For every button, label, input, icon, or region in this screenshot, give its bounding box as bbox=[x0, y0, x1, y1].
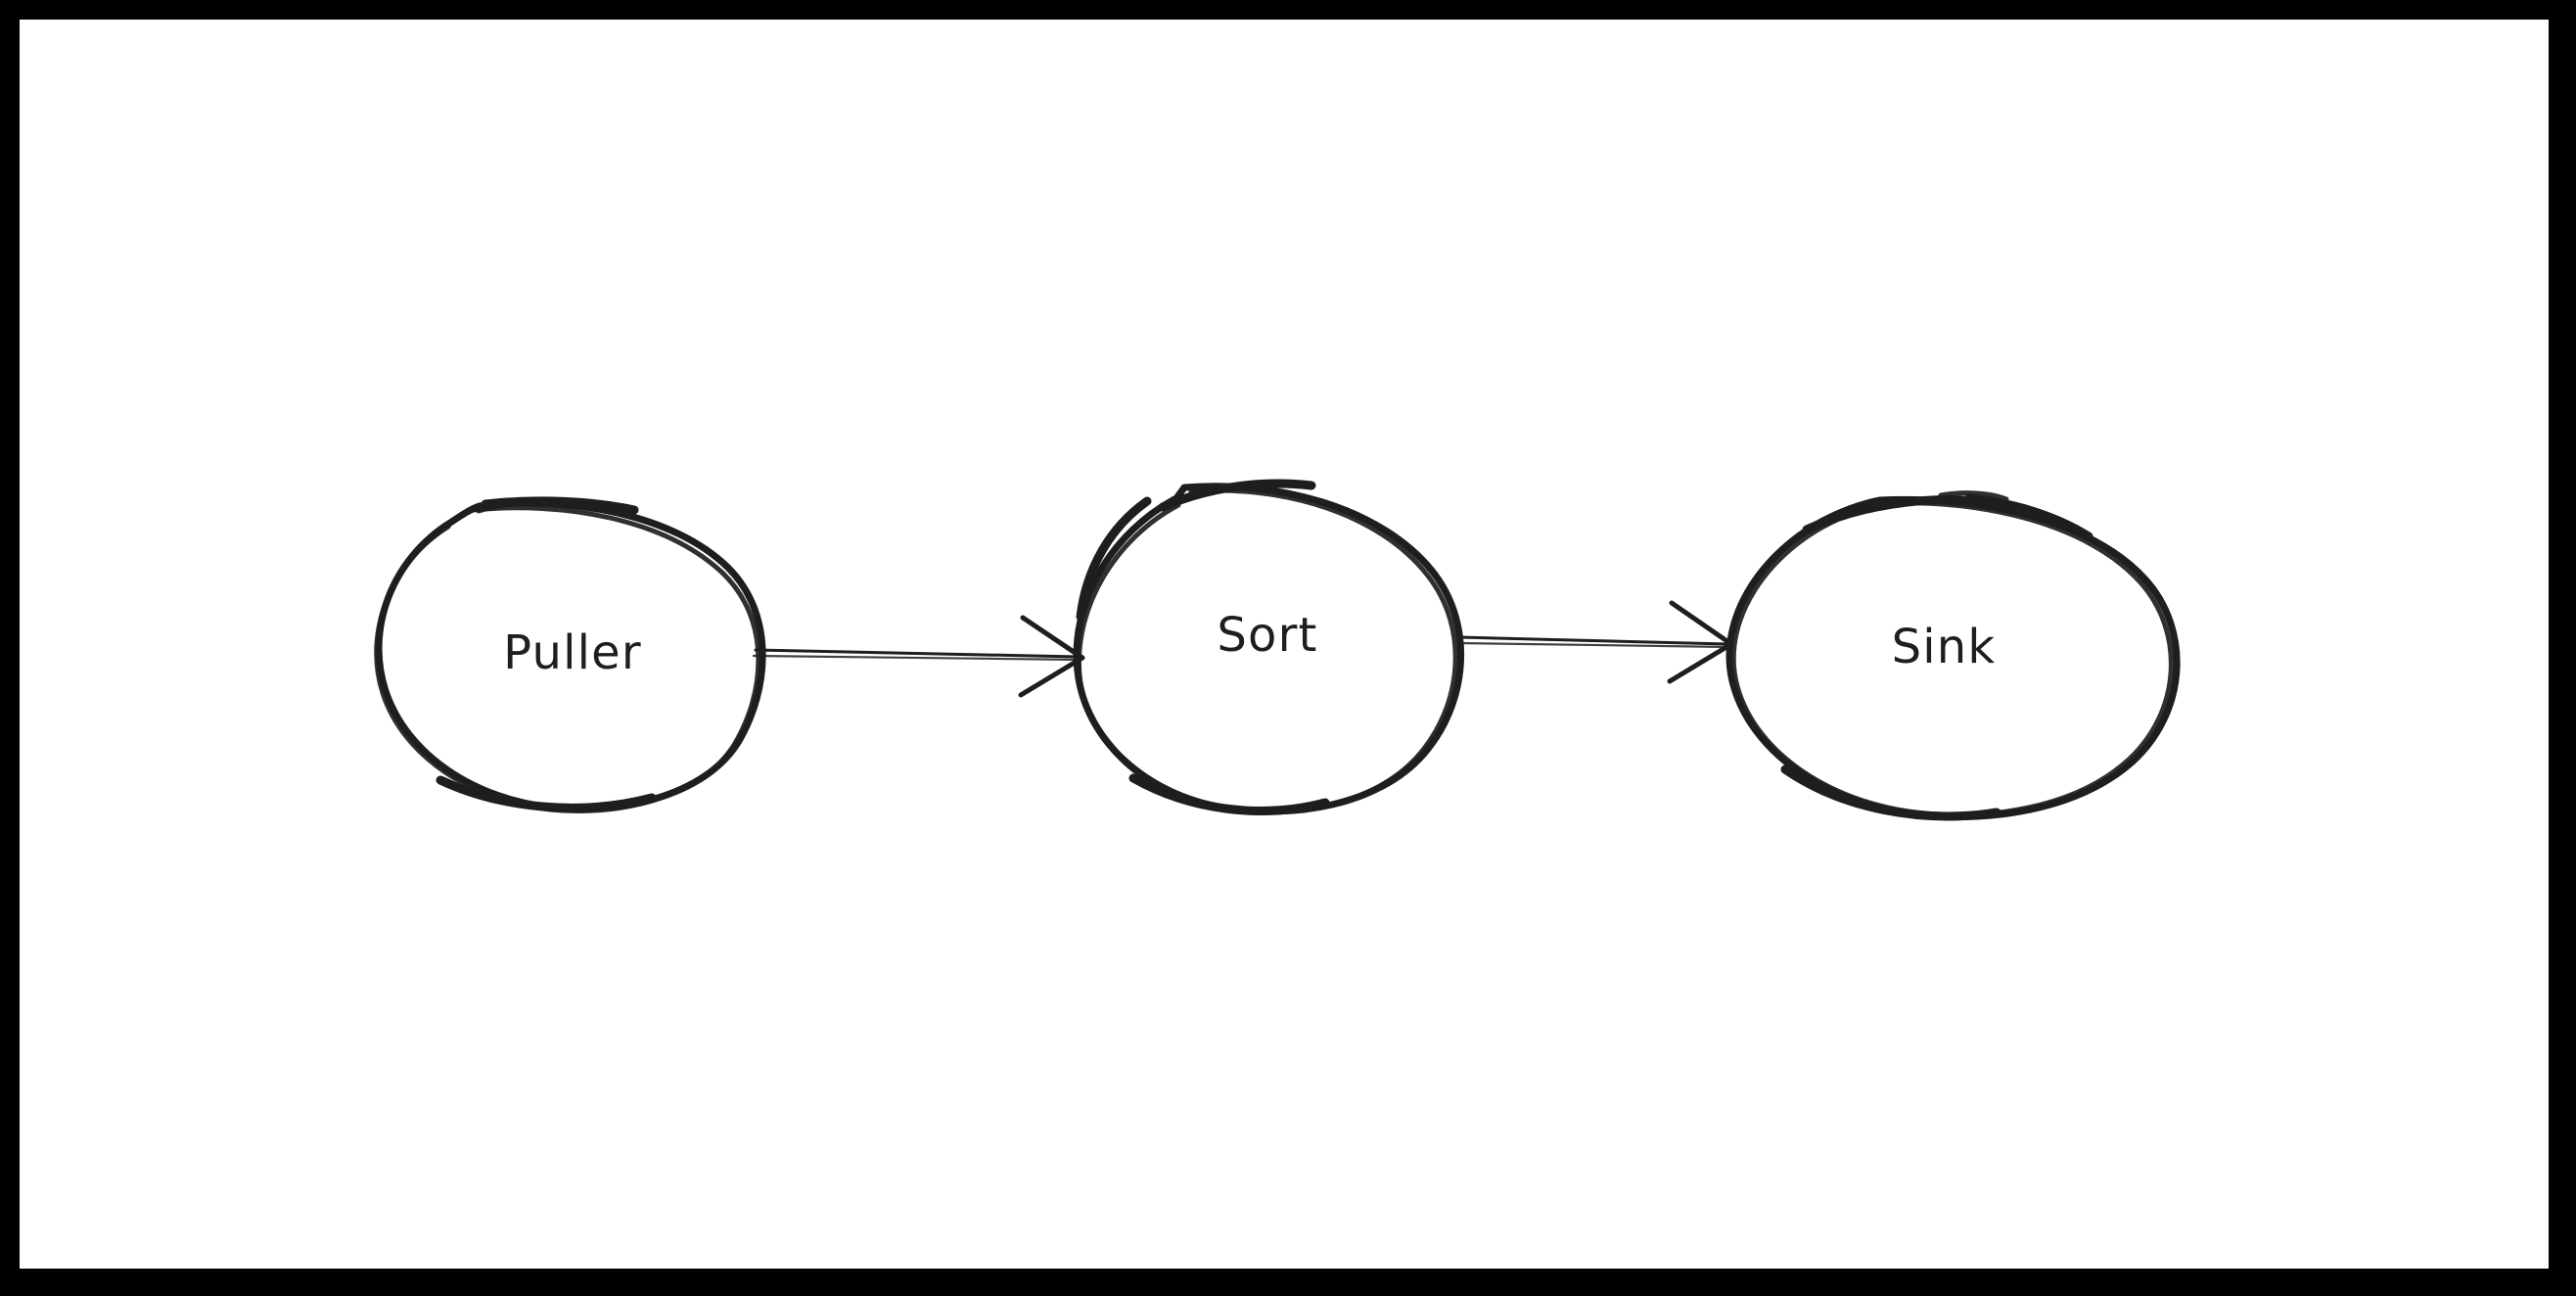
puller-ellipse-accent bbox=[481, 496, 639, 515]
edge-puller-to-sort-line bbox=[754, 648, 1081, 659]
sink-ellipse-stroke-secondary bbox=[1730, 500, 2174, 817]
sink-ellipse-accent-top bbox=[1802, 495, 1982, 534]
sink-ellipse-overshoot-loop bbox=[1938, 490, 2009, 502]
node-sink-label: Sink bbox=[1892, 620, 1997, 674]
edge-puller-to-sort[interactable] bbox=[752, 615, 1085, 698]
puller-ellipse-tail bbox=[476, 502, 507, 514]
node-sort-label: Sort bbox=[1217, 608, 1317, 663]
sink-ellipse-accent-topright bbox=[1964, 493, 2093, 541]
puller-ellipse-stroke-secondary bbox=[374, 505, 761, 814]
edge-sort-to-sink[interactable] bbox=[1457, 600, 1734, 684]
sort-ellipse-stroke-secondary bbox=[1076, 487, 1458, 815]
sort-ellipse-accent-top bbox=[1158, 479, 1316, 512]
sort-ellipse-accent-left bbox=[1076, 496, 1152, 622]
node-puller[interactable]: Puller bbox=[374, 496, 766, 814]
edge-puller-to-sort-line-echo bbox=[752, 654, 1082, 662]
diagram-canvas[interactable]: Puller Sort bbox=[20, 20, 2549, 1269]
sink-ellipse-accent-bottom bbox=[1780, 764, 2001, 821]
sort-ellipse-accent-bottom bbox=[1128, 773, 1330, 815]
edge-puller-to-sort-arrowhead bbox=[1018, 615, 1085, 698]
node-sort[interactable]: Sort bbox=[1073, 479, 1465, 815]
edge-sort-to-sink-line bbox=[1458, 635, 1729, 646]
drawing-canvas[interactable]: Puller Sort bbox=[20, 20, 2549, 1269]
node-sink[interactable]: Sink bbox=[1725, 490, 2181, 821]
puller-ellipse-accent-bottom bbox=[436, 775, 657, 812]
edge-sort-to-sink-line-echo bbox=[1457, 641, 1731, 649]
node-puller-label: Puller bbox=[503, 625, 642, 680]
